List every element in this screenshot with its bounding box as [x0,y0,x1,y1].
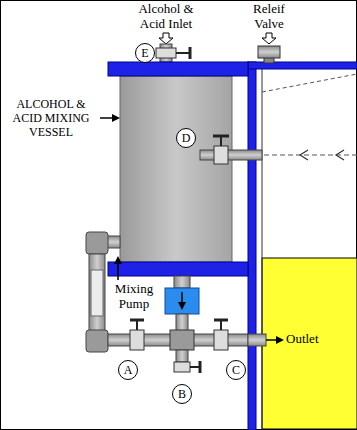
callout-circle: C [226,360,246,380]
callout-circle: E [135,43,155,63]
inlet-label: Alcohol & Acid Inlet [126,2,206,32]
callout-circle: B [172,384,192,404]
callout-circle: D [176,128,196,148]
vessel-label: ALCOHOL & ACID MIXING VESSEL [4,98,98,139]
valve-label: Releif Valve [238,2,300,32]
callout-letter: E [141,47,148,59]
callout-letter: A [124,364,133,376]
callout-circle: A [118,360,138,380]
callout-letter: B [178,388,186,400]
callout-letter: D [182,132,191,144]
callout-letter: C [232,364,240,376]
outlet-label: Outlet [286,332,352,347]
pump-label: Mixing Pump [106,282,162,312]
